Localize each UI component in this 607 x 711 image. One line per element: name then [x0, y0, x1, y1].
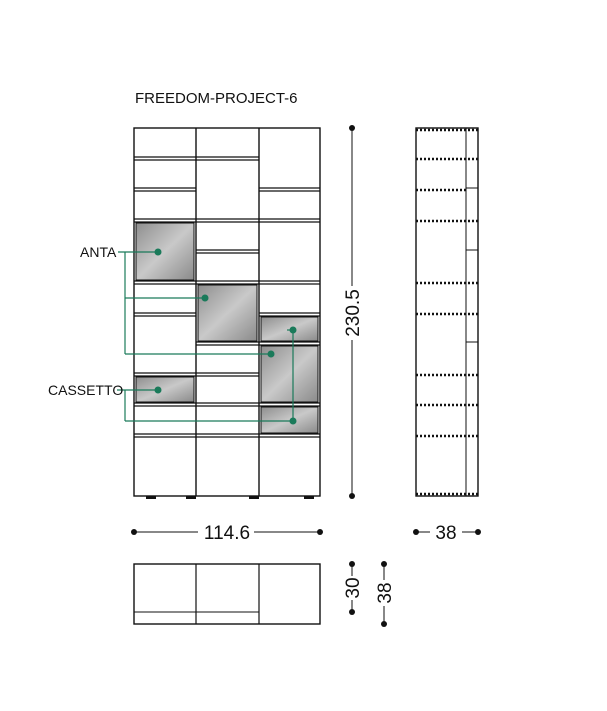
- plan-depth-inner-value: 30: [343, 577, 364, 598]
- anta-label: ANTA: [80, 244, 117, 260]
- right-column-shelves: [259, 187, 320, 438]
- plan-depth-outer-value: 38: [375, 582, 396, 603]
- anta-leader-dots: [154, 248, 275, 358]
- width-value: 114.6: [204, 523, 250, 544]
- side-elevation: [415, 127, 479, 497]
- middle-column-shelves: [196, 156, 259, 438]
- drawing-title: FREEDOM-PROJECT-6: [135, 90, 298, 107]
- front-frame: [133, 127, 321, 497]
- plan-depth-inner-dimension: 30: [342, 561, 364, 615]
- width-dimension: 114.6: [131, 520, 323, 544]
- height-value: 230.5: [343, 289, 364, 337]
- cassetto-label: CASSETTO: [48, 382, 123, 398]
- drawer: [260, 316, 319, 342]
- front-elevation: [133, 127, 321, 499]
- height-dimension: 230.5: [342, 125, 364, 499]
- side-depth-dimension: 38: [413, 520, 481, 544]
- plan-depth-outer-dimension: 38: [374, 561, 396, 627]
- feet: [146, 496, 314, 499]
- glass-door: [197, 284, 258, 342]
- plan-view: [133, 563, 321, 625]
- side-depth-value: 38: [435, 523, 456, 544]
- drawer: [260, 406, 319, 434]
- anta-leaders: [118, 251, 271, 355]
- left-column-shelves: [134, 156, 196, 438]
- cassetto-leaders: [117, 329, 294, 422]
- cassetto-leader-dots: [154, 326, 297, 425]
